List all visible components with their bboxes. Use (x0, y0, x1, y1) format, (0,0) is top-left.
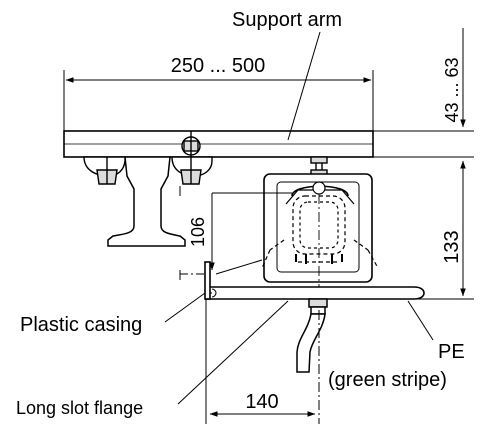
dimension-height-43-63-label: 43 ... 63 (442, 57, 462, 122)
trolley-mechanism (261, 181, 379, 300)
plastic-casing-label: Plastic casing (20, 314, 142, 336)
dimension-height-106-label: 106 (188, 217, 208, 247)
pe-label: PE (438, 341, 465, 363)
support-arm (63, 130, 374, 158)
hanger-bolt (310, 156, 328, 177)
dimension-width (63, 70, 374, 131)
leader-lines (164, 31, 434, 405)
left-clamp (83, 156, 126, 185)
dimension-width-140 (205, 299, 320, 424)
support-arm-label: Support arm (232, 9, 342, 31)
green-stripe-label: (green stripe) (328, 369, 447, 391)
feed-cable (296, 298, 328, 373)
right-clamp (171, 156, 213, 185)
long-slot-flange-label: Long slot flange (16, 398, 143, 418)
i-beam-rail (107, 156, 186, 247)
trolley-casing (263, 173, 373, 283)
dimension-height-133-label: 133 (441, 230, 463, 263)
dimension-width-label: 250 ... 500 (171, 55, 266, 77)
top-clamp (181, 131, 201, 157)
dimension-height-133 (380, 160, 474, 300)
dimension-width-140-label: 140 (245, 391, 278, 413)
dimension-height-106 (180, 192, 292, 275)
